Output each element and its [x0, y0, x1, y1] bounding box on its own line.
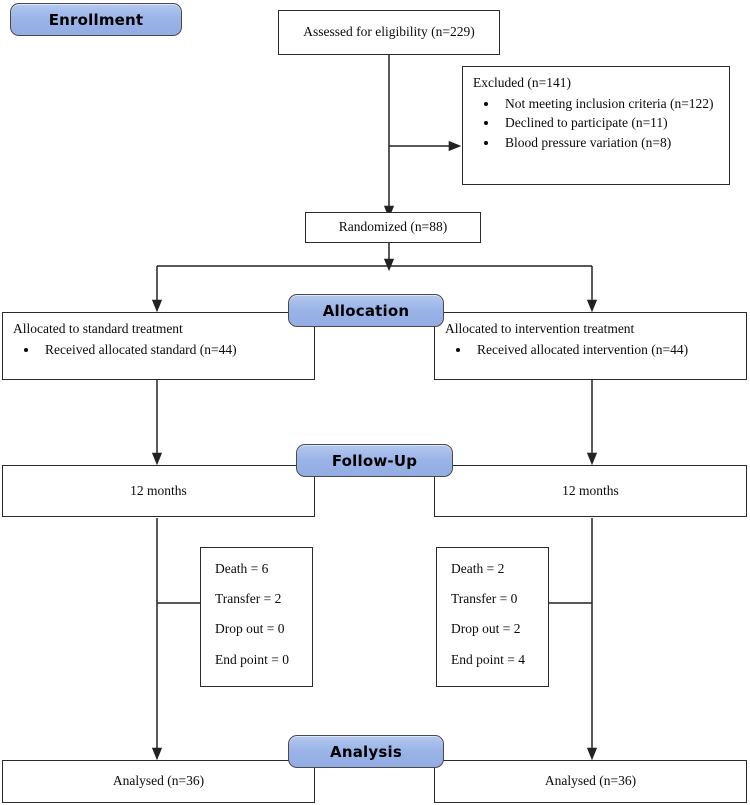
analysis-right-label: Analysed (n=36): [544, 773, 637, 789]
banner-allocation-label: Allocation: [322, 301, 410, 320]
list-item: Blood pressure variation (n=8): [499, 134, 719, 152]
loss-row-endpoint: End point = 0: [215, 651, 289, 667]
banner-analysis-label: Analysis: [330, 742, 402, 761]
followup-left-period-label: 12 months: [130, 482, 187, 498]
box-followup-right-period: 12 months: [434, 465, 747, 517]
allocation-left-title: Allocated to standard treatment: [13, 321, 183, 336]
assessed-label: Assessed for eligibility (n=229): [303, 24, 475, 40]
loss-row-transfer: Transfer = 0: [451, 591, 518, 607]
excluded-title: Excluded (n=141): [473, 75, 571, 90]
loss-row-death: Death = 6: [215, 561, 269, 576]
allocation-right-list: Received allocated intervention (n=44): [445, 341, 736, 359]
allocation-left-list: Received allocated standard (n=44): [13, 341, 304, 359]
box-randomized: Randomized (n=88): [305, 212, 481, 243]
list-item: Received allocated standard (n=44): [39, 341, 304, 359]
loss-row-death: Death = 2: [451, 561, 505, 576]
analysis-left-label: Analysed (n=36): [112, 773, 205, 789]
box-allocation-intervention: Allocated to intervention treatment Rece…: [434, 312, 747, 380]
box-excluded: Excluded (n=141) Not meeting inclusion c…: [462, 66, 730, 185]
banner-followup-label: Follow-Up: [331, 451, 418, 470]
loss-row-transfer: Transfer = 2: [215, 591, 282, 607]
box-assessed-for-eligibility: Assessed for eligibility (n=229): [278, 10, 500, 55]
banner-analysis: Analysis: [288, 735, 444, 768]
randomized-label: Randomized (n=88): [338, 219, 448, 235]
list-item: Declined to participate (n=11): [499, 114, 719, 132]
banner-enrollment-label: Enrollment: [48, 10, 144, 29]
list-item: Not meeting inclusion criteria (n=122): [499, 95, 719, 113]
excluded-reason-list: Not meeting inclusion criteria (n=122) D…: [473, 95, 719, 152]
banner-allocation: Allocation: [288, 294, 444, 327]
box-analysis-left: Analysed (n=36): [2, 760, 315, 803]
loss-row-dropout: Drop out = 0: [215, 621, 285, 637]
box-followup-right-losses: Death = 2 Transfer = 0 Drop out = 2 End …: [436, 547, 549, 687]
loss-row-dropout: Drop out = 2: [451, 621, 521, 637]
box-followup-left-losses: Death = 6 Transfer = 2 Drop out = 0 End …: [200, 547, 313, 687]
box-followup-left-period: 12 months: [2, 465, 315, 517]
loss-row-endpoint: End point = 4: [451, 651, 525, 667]
followup-right-period-label: 12 months: [562, 482, 619, 498]
banner-followup: Follow-Up: [296, 444, 453, 477]
list-item: Received allocated intervention (n=44): [471, 341, 736, 359]
box-allocation-standard: Allocated to standard treatment Received…: [2, 312, 315, 380]
banner-enrollment: Enrollment: [10, 3, 182, 36]
box-analysis-right: Analysed (n=36): [434, 760, 747, 803]
allocation-right-title: Allocated to intervention treatment: [445, 321, 635, 336]
